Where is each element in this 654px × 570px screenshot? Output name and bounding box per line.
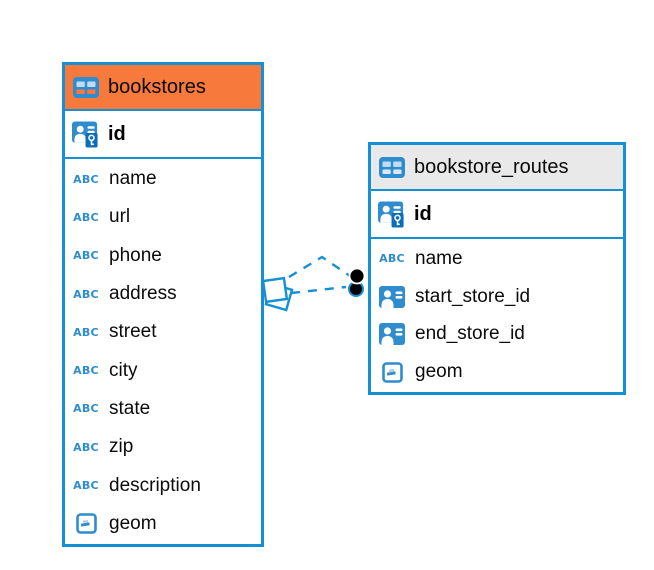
column-list: ABC name ABC url ABC phone ABC address A… — [65, 159, 261, 544]
endpoint-dot — [348, 267, 366, 285]
column-name: id — [414, 202, 432, 225]
column-row[interactable]: geom — [371, 353, 623, 391]
column-row-id[interactable]: id — [371, 191, 623, 239]
column-name: city — [109, 359, 138, 381]
column-row[interactable]: ABC state — [65, 390, 261, 428]
foreign-key-icon — [378, 323, 406, 346]
text-type-icon: ABC — [73, 172, 99, 186]
primary-key-icon — [72, 120, 100, 148]
column-name: url — [109, 206, 131, 228]
text-type-icon: ABC — [379, 252, 405, 266]
table-icon — [73, 76, 99, 98]
table-icon — [379, 156, 405, 178]
text-type-icon: ABC — [73, 364, 99, 378]
foreign-key-icon — [378, 285, 406, 308]
column-name: id — [108, 122, 126, 145]
column-row[interactable]: end_store_id — [371, 316, 623, 354]
column-row[interactable]: ABC address — [65, 275, 261, 313]
column-row[interactable]: ABC zip — [65, 428, 261, 466]
column-row[interactable]: ABC name — [371, 240, 623, 278]
text-type-icon: ABC — [73, 479, 99, 493]
column-row[interactable]: ABC city — [65, 351, 261, 389]
column-name: geom — [109, 512, 157, 534]
table-title: bookstores — [108, 75, 206, 98]
column-row[interactable]: ABC url — [65, 198, 261, 236]
endpoint-dot — [348, 281, 364, 297]
diamond-marker — [261, 276, 294, 312]
column-name: name — [415, 247, 463, 269]
column-row[interactable]: start_store_id — [371, 278, 623, 316]
fk-link-end-store[interactable] — [290, 285, 347, 295]
text-type-icon: ABC — [73, 210, 99, 224]
column-row[interactable]: ABC description — [65, 466, 261, 504]
text-type-icon: ABC — [73, 440, 99, 454]
geometry-type-icon — [72, 513, 100, 535]
table-header-bookstore-routes[interactable]: bookstore_routes — [371, 145, 623, 191]
column-row[interactable]: geom — [65, 505, 261, 543]
column-list: ABC name start_store_id — [371, 239, 623, 392]
column-name: zip — [109, 436, 134, 458]
fk-link-start-store[interactable] — [288, 255, 351, 279]
text-type-icon: ABC — [73, 287, 99, 301]
column-name: end_store_id — [415, 323, 525, 345]
column-name: state — [109, 397, 151, 419]
table-title: bookstore_routes — [414, 155, 569, 178]
column-name: description — [109, 474, 201, 496]
geometry-type-icon — [378, 361, 406, 383]
entity-table-bookstore-routes[interactable]: bookstore_routes id ABC — [368, 142, 626, 395]
column-name: address — [109, 283, 177, 305]
column-name: geom — [415, 361, 463, 383]
column-row[interactable]: ABC name — [65, 160, 261, 198]
entity-table-bookstores[interactable]: bookstores id ABC — [62, 62, 264, 547]
primary-key-icon — [378, 200, 406, 228]
column-row[interactable]: ABC street — [65, 313, 261, 351]
column-name: start_store_id — [415, 285, 531, 307]
column-name: phone — [109, 244, 162, 266]
text-type-icon: ABC — [73, 325, 99, 339]
column-row[interactable]: ABC phone — [65, 237, 261, 275]
table-header-bookstores[interactable]: bookstores — [65, 65, 261, 111]
column-row-id[interactable]: id — [65, 111, 261, 159]
column-name: name — [109, 168, 157, 190]
text-type-icon: ABC — [73, 249, 99, 263]
column-name: street — [109, 321, 157, 343]
text-type-icon: ABC — [73, 402, 99, 416]
